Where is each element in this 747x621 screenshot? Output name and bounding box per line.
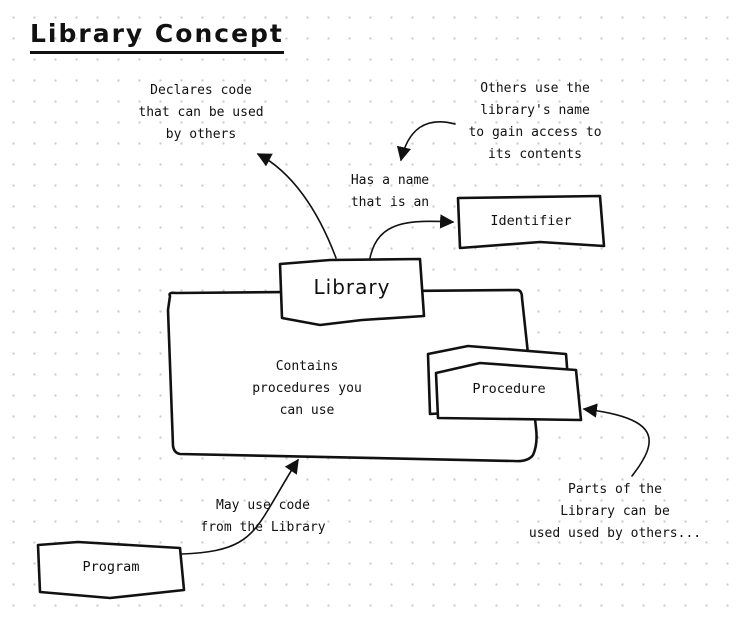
- has-name-annotation: Has a name that is an: [330, 170, 450, 214]
- may-use-line-1: May use code: [216, 498, 310, 513]
- declares-annotation: Declares code that can be used by others: [126, 80, 276, 146]
- parts-annotation: Parts of the Library can be used used by…: [520, 479, 710, 545]
- contains-annotation: Contains procedures you can use: [232, 356, 382, 422]
- may-use-annotation: May use code from the Library: [188, 495, 338, 539]
- others-use-annotation: Others use the library's name to gain ac…: [450, 78, 620, 166]
- others-use-line-3: to gain access to: [468, 125, 602, 140]
- identifier-shape: [456, 194, 606, 250]
- parts-line-2: Library can be: [560, 504, 670, 519]
- has-name-line-2: that is an: [350, 195, 430, 210]
- declares-line-2: that can be used: [138, 105, 264, 120]
- others-use-line-1: Others use the: [480, 81, 590, 96]
- parts-line-1: Parts of the: [568, 482, 662, 497]
- arrow-parts-to-procedure: [582, 403, 650, 477]
- declares-line-3: by others: [165, 127, 237, 142]
- others-use-line-4: its contents: [488, 147, 582, 162]
- may-use-line-2: from the Library: [200, 520, 326, 535]
- contains-line-1: Contains: [275, 359, 339, 374]
- arrow-others-use: [396, 120, 456, 162]
- contains-line-2: procedures you: [252, 381, 362, 396]
- library-node-label: Library: [313, 275, 391, 299]
- program-shape: [36, 540, 186, 600]
- arrow-to-identifier: [369, 214, 455, 259]
- library-label-shape: [278, 257, 426, 327]
- arrow-program-to-library: [181, 458, 299, 555]
- identifier-node-label: Identifier: [490, 213, 572, 229]
- procedure-front-shape: [434, 361, 583, 422]
- contains-line-3: can use: [279, 403, 335, 418]
- others-use-line-2: library's name: [480, 103, 590, 118]
- declares-line-1: Declares code: [150, 83, 252, 98]
- parts-line-3: used used by others...: [528, 526, 702, 541]
- program-node-label: Program: [82, 559, 140, 575]
- procedure-node-label: Procedure: [472, 381, 546, 397]
- has-name-line-1: Has a name: [350, 173, 430, 188]
- arrow-to-declares: [256, 153, 337, 259]
- page-title: Library Concept: [30, 18, 284, 54]
